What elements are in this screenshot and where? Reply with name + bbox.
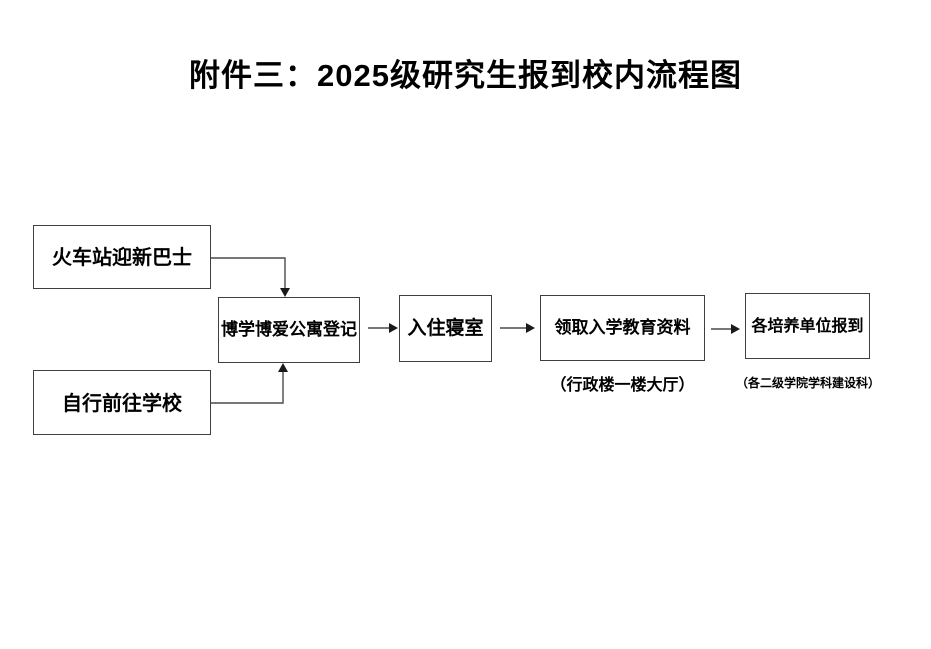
connector-apartment-to-dorm [368, 323, 398, 333]
arrowhead-right-icon [389, 323, 398, 333]
page-title: 附件三：2025级研究生报到校内流程图 [189, 58, 742, 93]
arrowhead-right-icon [526, 323, 535, 333]
flow-box-apartment-registration: 博学博爱公寓登记 [218, 297, 360, 363]
connector-dorm-to-materials [500, 323, 535, 333]
note-unit-location: （各二级学院学科建设科） [735, 376, 880, 390]
flow-box-train-station-shuttle: 火车站迎新巴士 [33, 225, 211, 289]
connector-train-to-apartment [211, 257, 290, 297]
note-materials-location: （行政楼一楼大厅） [550, 377, 695, 394]
connector-self-to-apartment [211, 363, 288, 404]
connector-materials-to-unit [711, 324, 740, 334]
arrowhead-up-icon [278, 363, 288, 372]
flow-box-dorm-checkin: 入住寝室 [399, 295, 492, 362]
flow-box-receive-materials: 领取入学教育资料 [540, 295, 705, 361]
arrowhead-down-icon [280, 288, 290, 297]
arrowhead-right-icon [731, 324, 740, 334]
flow-box-self-arrival: 自行前往学校 [33, 370, 211, 435]
flow-box-report-to-unit: 各培养单位报到 [745, 293, 870, 359]
